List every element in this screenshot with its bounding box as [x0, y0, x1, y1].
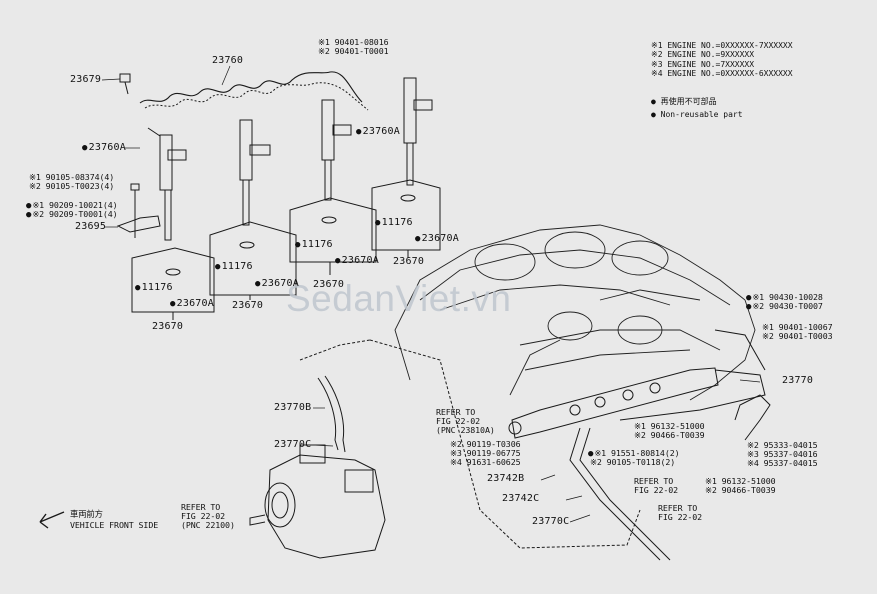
mid-right-a-2: ※2 90466-T0039 [634, 430, 705, 440]
supply-pump [249, 444, 386, 559]
box1-23670a: 23670A [170, 299, 214, 309]
injector-2 [239, 119, 271, 226]
mid-bolt-1: ※2 90119-T0306 [450, 439, 521, 449]
non-reusable-dot-icon: ● [651, 110, 656, 119]
engine-number-legend: ※1 ENGINE NO.=0XXXXXX-7XXXXXX ※2 ENGINE … [651, 41, 793, 78]
engine-note: ※4 ENGINE NO.=0XXXXXX-6XXXXXX [651, 68, 793, 78]
refer-a-2: FIG 22-02 [634, 485, 679, 495]
mid-right-b-1: ※1 91551-80814(2) [588, 449, 679, 459]
bolts-left-a-1: ※1 90105-08374(4) [29, 172, 115, 182]
engine-outline [394, 224, 756, 401]
refer-b-1: REFER TO [658, 503, 698, 513]
engine-note: ※1 ENGINE NO.=0XXXXXX-7XXXXXX [651, 41, 793, 50]
mid-right-b-2: ※2 90105-T0118(2) [590, 457, 676, 467]
vehicle-front-jp: 車両前方 [70, 509, 103, 519]
box4-11176: 11176 [375, 218, 413, 228]
symbol-legend: ● 再使用不可部品 ● Non-reusable part [651, 95, 743, 121]
box4-23670: 23670 [393, 256, 425, 267]
part-23770c-bottom: 23770C [532, 516, 570, 527]
part-23695: 23695 [75, 221, 107, 232]
mid-bolt-2: ※3 90119-06775 [450, 448, 521, 458]
box-4 [371, 179, 441, 251]
right-bot-3: ※4 95337-04015 [747, 458, 818, 468]
part-23770: 23770 [782, 375, 814, 386]
bolts-left-a-2: ※2 90105-T0023(4) [29, 181, 115, 191]
refer-23810a-2: FIG 22-02 [436, 416, 481, 426]
part-23760a-left: 23760A [82, 143, 126, 153]
right-top-a-2: ※2 90430-T0007 [746, 302, 823, 312]
right-top-a-1: ※1 90430-10028 [746, 293, 823, 303]
legend-text-en: Non-reusable part [660, 110, 743, 119]
bolt-top-2: ※2 90401-T0001 [318, 46, 389, 56]
injector-3 [321, 99, 352, 201]
bolts-left-b-1: ※1 90209-10021(4) [26, 201, 117, 211]
box-1 [131, 247, 215, 313]
box1-11176: 11176 [135, 283, 173, 293]
refer-pump-1: REFER TO [181, 502, 221, 512]
refer-pump-2: FIG 22-02 [181, 511, 226, 521]
part-23770c: 23770C [274, 439, 312, 450]
bolts-left-b-2: ※2 90209-T0001(4) [26, 210, 117, 220]
mid-right-a-1: ※1 96132-51000 [634, 421, 705, 431]
injector-4 [403, 77, 433, 186]
box3-23670: 23670 [313, 279, 345, 290]
legend-text-jp: 再使用不可部品 [660, 97, 717, 106]
bolt-top-1: ※1 90401-08016 [318, 37, 389, 47]
box2-23670a: 23670A [255, 279, 299, 289]
legend-row: ● 再使用不可部品 [651, 95, 743, 108]
non-reusable-dot-icon: ● [651, 97, 656, 106]
box2-11176: 11176 [215, 262, 253, 272]
refer-23810a-3: (PNC 23810A) [436, 425, 495, 435]
watermark: SedanViet.vn [286, 278, 512, 319]
low-right-2: ※2 90466-T0039 [705, 485, 776, 495]
box1-23670: 23670 [152, 321, 184, 332]
engine-note: ※3 ENGINE NO.=7XXXXXX [651, 59, 755, 69]
mid-bolt-3: ※4 91631-60625 [450, 457, 521, 467]
right-bot-2: ※3 95337-04016 [747, 449, 818, 459]
box-2 [209, 221, 297, 296]
vehicle-front-en: VEHICLE FRONT SIDE [70, 520, 159, 530]
box3-23670a: 23670A [335, 256, 379, 266]
part-23742c: 23742C [502, 493, 540, 504]
refer-23810a-1: REFER TO [436, 407, 476, 417]
part-23770b: 23770B [274, 402, 312, 413]
right-top-b-2: ※2 90401-T0003 [762, 331, 833, 341]
box2-23670: 23670 [232, 300, 264, 311]
refer-b-2: FIG 22-02 [658, 512, 703, 522]
fuel-rail [508, 329, 766, 439]
box-3 [289, 197, 377, 263]
part-23679: 23679 [70, 74, 102, 85]
legend-row: ● Non-reusable part [651, 108, 743, 121]
part-23742b: 23742B [487, 473, 525, 484]
box4-23670a: 23670A [415, 234, 459, 244]
right-bot-1: ※2 95333-04015 [747, 440, 818, 450]
part-23760: 23760 [212, 55, 244, 66]
low-right-1: ※1 96132-51000 [705, 476, 776, 486]
refer-pump-3: (PNC 22100) [181, 520, 235, 530]
part-23760a-right: 23760A [356, 127, 400, 137]
right-top-b-1: ※1 90401-10067 [762, 322, 833, 332]
box3-11176: 11176 [295, 240, 333, 250]
refer-a-1: REFER TO [634, 476, 674, 486]
engine-note: ※2 ENGINE NO.=9XXXXXX [651, 50, 755, 60]
injector-1 [147, 127, 187, 241]
